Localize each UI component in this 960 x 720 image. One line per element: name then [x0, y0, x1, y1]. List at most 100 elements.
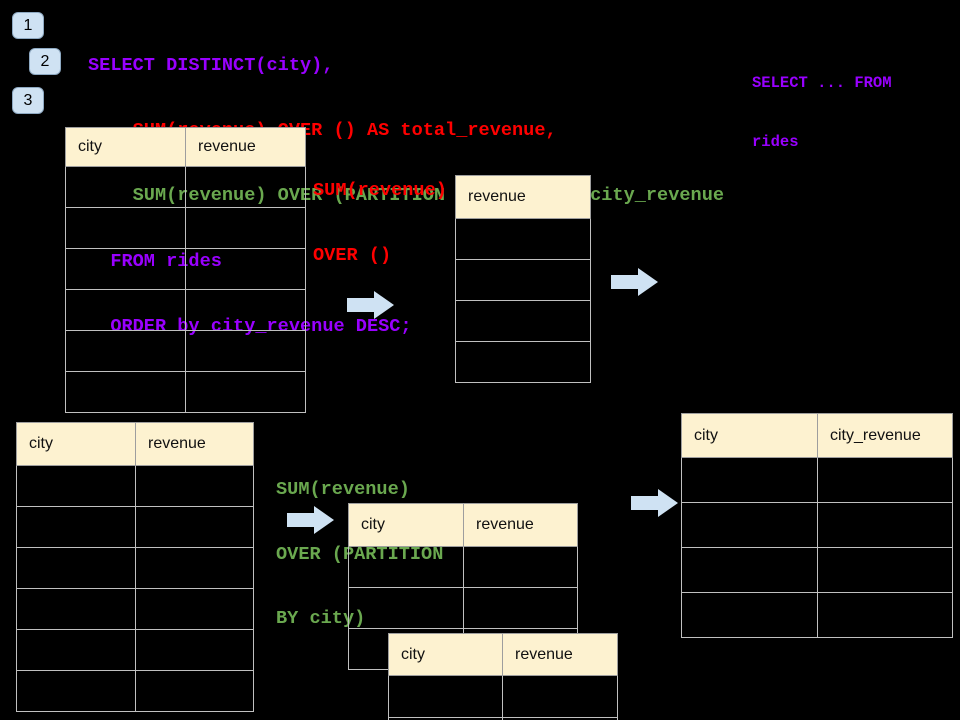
table-row	[681, 547, 953, 593]
table-header-row: city revenue	[348, 503, 578, 547]
table-cell	[16, 547, 136, 589]
table-source-top: city revenue	[65, 127, 306, 413]
table-row	[65, 166, 306, 208]
table-cell	[463, 546, 578, 588]
column-header-revenue: revenue	[185, 127, 306, 167]
flow-arrow-icon	[347, 291, 394, 319]
table-row	[388, 675, 618, 718]
table-header-row: revenue	[455, 175, 591, 219]
table-row	[681, 502, 953, 548]
table-cell	[65, 207, 186, 249]
table-cell	[817, 502, 953, 548]
table-cell	[185, 289, 306, 331]
table-row	[16, 506, 254, 548]
table-cell	[135, 670, 254, 712]
table-cell	[502, 717, 618, 720]
table-row	[65, 289, 306, 331]
table-row	[65, 248, 306, 290]
table-partition-b: city revenue	[388, 633, 618, 720]
column-header-city: city	[388, 633, 503, 676]
table-row	[348, 587, 578, 629]
window-label-total-line: OVER ()	[313, 244, 392, 266]
table-cell	[185, 207, 306, 249]
column-header-city: city	[65, 127, 186, 167]
table-row	[348, 546, 578, 588]
table-row	[455, 218, 591, 260]
step-badge-1: 1	[12, 12, 44, 39]
table-cell	[185, 166, 306, 208]
table-cell	[16, 465, 136, 507]
table-cell	[185, 371, 306, 413]
table-cell	[681, 547, 818, 593]
table-row	[16, 629, 254, 671]
table-row	[65, 371, 306, 413]
table-header-row: city revenue	[65, 127, 306, 167]
table-cell	[65, 289, 186, 331]
table-row	[65, 207, 306, 249]
column-header-revenue: revenue	[455, 175, 591, 219]
table-cell	[463, 587, 578, 629]
table-cell	[681, 502, 818, 548]
table-source-bottom: city revenue	[16, 422, 254, 712]
column-header-revenue: revenue	[135, 422, 254, 466]
table-cell	[65, 166, 186, 208]
table-row	[16, 547, 254, 589]
right-arrow-shape	[347, 291, 394, 319]
column-header-city: city	[348, 503, 464, 547]
table-cell	[65, 248, 186, 290]
table-cell	[135, 465, 254, 507]
table-cell	[16, 629, 136, 671]
table-row	[16, 465, 254, 507]
window-label-total: SUM(revenue) OVER ()	[313, 137, 447, 309]
step-badge-2: 2	[29, 48, 61, 75]
table-cell	[16, 506, 136, 548]
window-label-total-line: SUM(revenue)	[313, 180, 447, 201]
table-result: city city_revenue	[681, 413, 953, 638]
table-row	[16, 670, 254, 712]
table-cell	[65, 371, 186, 413]
table-cell	[135, 629, 254, 671]
table-row	[681, 592, 953, 638]
table-total-revenue: revenue	[455, 175, 591, 383]
flow-arrow-icon	[631, 489, 678, 517]
table-cell	[135, 588, 254, 630]
table-row	[455, 300, 591, 342]
table-cell	[185, 248, 306, 290]
table-cell	[455, 218, 591, 260]
column-header-city-revenue: city_revenue	[817, 413, 953, 458]
side-note-line: SELECT ... FROM	[752, 74, 892, 92]
table-cell	[817, 457, 953, 503]
table-cell	[681, 457, 818, 503]
right-arrow-shape	[631, 489, 678, 517]
table-cell	[817, 547, 953, 593]
column-header-city: city	[16, 422, 136, 466]
table-row	[455, 259, 591, 301]
table-row	[16, 588, 254, 630]
table-cell	[16, 588, 136, 630]
table-row	[65, 330, 306, 372]
table-cell	[135, 547, 254, 589]
flow-arrow-icon	[611, 268, 658, 296]
table-cell	[348, 546, 464, 588]
column-header-revenue: revenue	[502, 633, 618, 676]
side-note-line: rides	[752, 132, 799, 151]
table-header-row: city revenue	[388, 633, 618, 676]
table-cell	[348, 587, 464, 629]
table-row	[681, 457, 953, 503]
column-header-city: city	[681, 413, 818, 458]
step-badge-3: 3	[12, 87, 44, 114]
table-header-row: city revenue	[16, 422, 254, 466]
table-cell	[455, 300, 591, 342]
table-cell	[455, 259, 591, 301]
table-cell	[65, 330, 186, 372]
table-cell	[817, 592, 953, 638]
flow-arrow-icon	[287, 506, 334, 534]
sql-line-select: SELECT DISTINCT(city),	[88, 54, 334, 76]
table-row	[455, 341, 591, 383]
right-arrow-shape	[287, 506, 334, 534]
side-note: SELECT ... FROM rides	[752, 35, 892, 191]
table-cell	[502, 675, 618, 718]
table-header-row: city city_revenue	[681, 413, 953, 458]
column-header-revenue: revenue	[463, 503, 578, 547]
